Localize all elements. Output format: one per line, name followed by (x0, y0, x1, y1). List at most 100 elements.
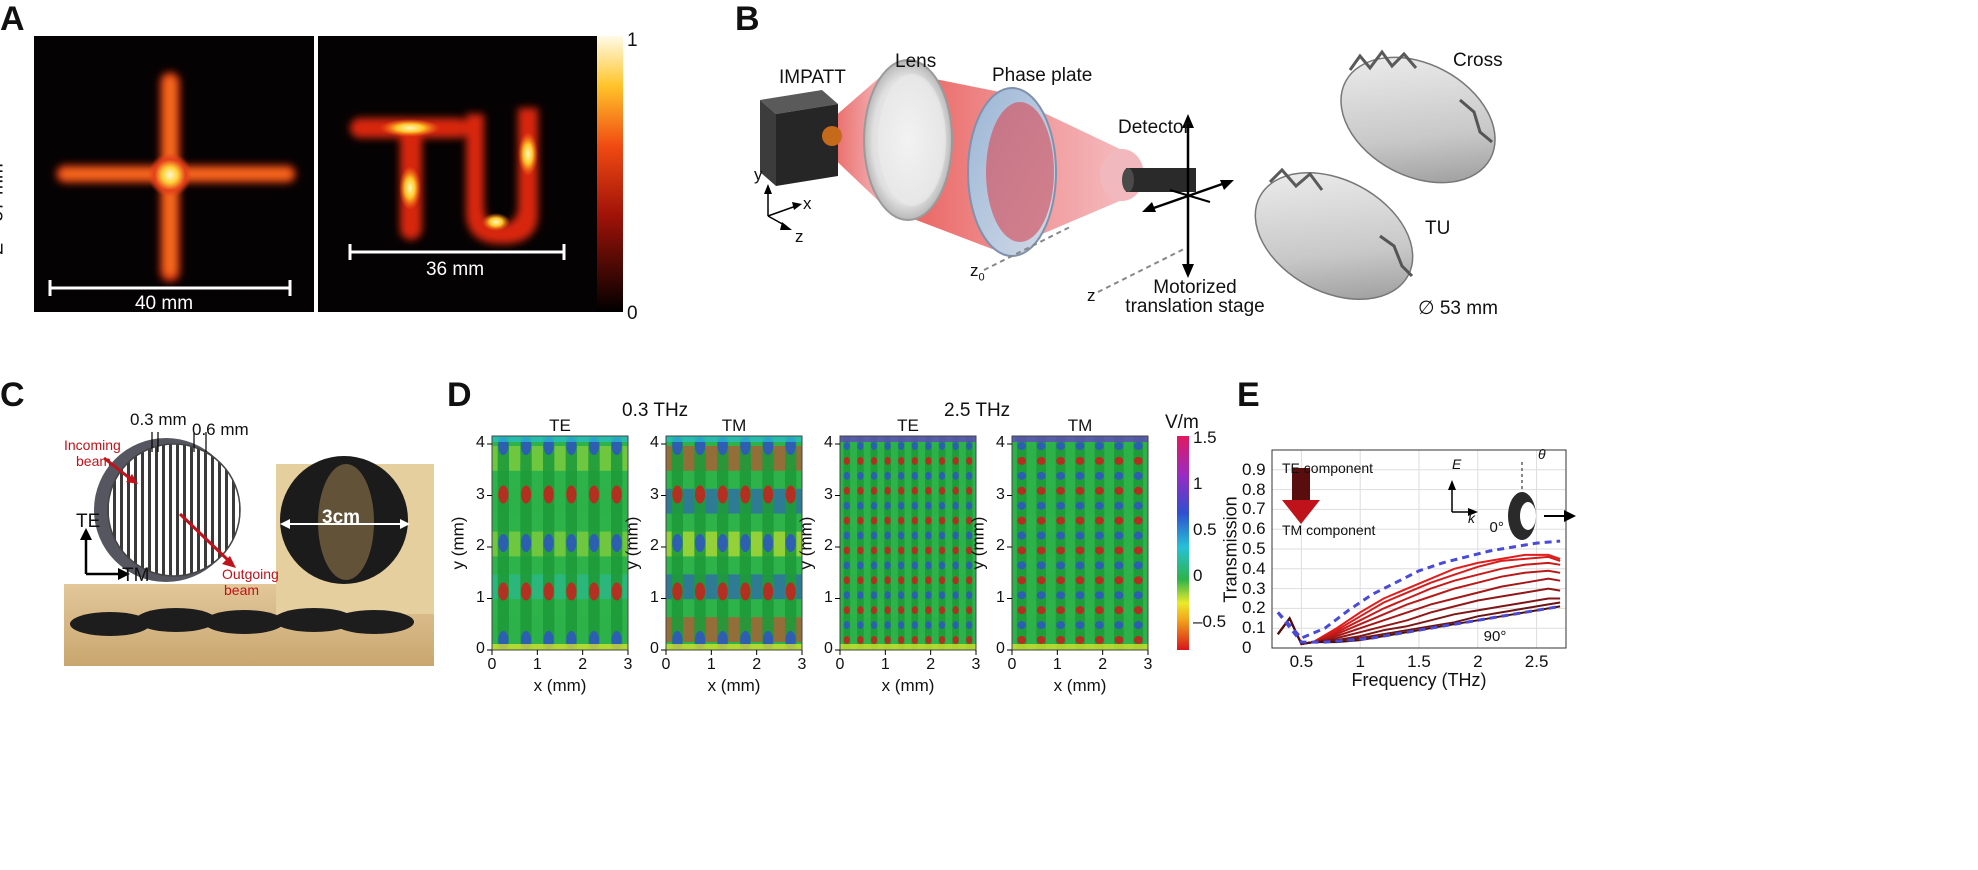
y-tick-label-7: 0.7 (1242, 499, 1266, 519)
label-lens: Lens (895, 51, 937, 72)
label-tm-axis: TM (122, 565, 150, 586)
map-4-ytick-3: 3 (996, 485, 1005, 503)
x-tick-label-4: 2.5 (1524, 652, 1549, 671)
field-map-3 (835, 435, 977, 655)
map-1-ytick-3: 3 (476, 485, 485, 503)
map-2-xtick-0: 0 (661, 656, 671, 673)
map-3-xtick-1: 1 (880, 656, 890, 673)
y-tick-label-2: 0.2 (1242, 598, 1266, 618)
freq-label-low: 0.3 THz (622, 400, 689, 421)
label-0-3mm: 0.3 mm (130, 410, 187, 429)
map-1-xtick-2: 2 (578, 656, 588, 673)
map-2-ytick-3: 3 (650, 485, 659, 503)
y-tick-label-5: 0.5 (1242, 539, 1266, 558)
map-1-ytick-0: 0 (476, 640, 485, 657)
map-xlabel-1: x (mm) (533, 676, 587, 695)
field-unit-label: V/m (1165, 412, 1199, 433)
y-tick-label-6: 0.6 (1242, 519, 1266, 539)
scale-label-36mm: 36 mm (425, 259, 485, 280)
map-4-ytick-2: 2 (996, 537, 1005, 554)
label-3cm: 3cm (322, 507, 361, 528)
map-2-ytick-2: 2 (650, 537, 659, 554)
label-outgoing: Outgoing (222, 566, 279, 582)
label-te-axis: TE (76, 511, 101, 532)
map-1-ytick-1: 1 (476, 588, 485, 606)
map-4-ytick-0: 0 (996, 640, 1005, 657)
transmission-chart (1271, 449, 1576, 649)
y-tick-label-0: 0 (1242, 638, 1252, 657)
label-phase-plate: Phase plate (992, 65, 1093, 86)
label-motorized: Motorized (1153, 277, 1237, 298)
cbar-tick-minus-0-5: –0.5 (1193, 612, 1227, 631)
axis-z-label: z (795, 227, 804, 246)
map-4-xtick-3: 3 (1143, 656, 1153, 673)
x-tick-label-2: 1.5 (1407, 652, 1431, 671)
theta-label: θ (1538, 446, 1546, 462)
scale-bar-36mm (348, 244, 566, 260)
label-cross: Cross (1453, 50, 1503, 71)
map-1-ytick-2: 2 (476, 537, 485, 554)
map-3-ytick-2: 2 (824, 537, 833, 554)
tu-phase-plate-render (1254, 167, 1414, 300)
map-1-xtick-3: 3 (623, 656, 633, 673)
field-maps (487, 435, 1149, 655)
axis-y-label: y (754, 165, 763, 184)
angle-0-label: 0° (1489, 519, 1504, 537)
label-outgoing-beam: beam (224, 582, 260, 598)
colorbar-min-label: 0 (627, 303, 638, 324)
label-0-6mm: 0.6 mm (192, 420, 249, 439)
cross-beam-image (34, 36, 314, 312)
y-tick-label-9: 0.9 (1242, 459, 1266, 479)
map-4-ytick-4: 4 (996, 434, 1005, 451)
tu-beam-image (318, 36, 598, 312)
map-title-4: TM (1067, 416, 1093, 435)
map-3-ytick-1: 1 (824, 588, 833, 606)
label-impatt: IMPATT (779, 67, 846, 88)
field-map-1 (487, 435, 629, 655)
map-2-ytick-4: 4 (650, 434, 659, 451)
z-rail-label: z (1087, 286, 1096, 305)
map-xlabel-2: x (mm) (707, 676, 761, 695)
series-line-9 (1276, 539, 1561, 640)
map-2-xtick-3: 3 (797, 656, 807, 673)
map-4-ytick-1: 1 (996, 588, 1005, 606)
map-title-3: TE (897, 416, 919, 435)
impatt-box (776, 104, 838, 186)
chart-frame (1271, 449, 1567, 649)
setup-diagram (760, 49, 1496, 300)
map-4-xtick-1: 1 (1052, 656, 1062, 673)
x-axis-label: Frequency (THz) (1351, 670, 1487, 690)
panel-a-ylabel-wrap: Z = 57 mm (0, 150, 24, 270)
map-3-xtick-2: 2 (926, 656, 936, 673)
map-1-xtick-0: 0 (487, 656, 497, 673)
map-3-ytick-4: 4 (824, 434, 833, 451)
map-2-ytick-1: 1 (650, 588, 659, 606)
z0-subscript: 0 (978, 271, 985, 284)
map-3-xtick-0: 0 (835, 656, 845, 673)
k-vector-label: k (1468, 510, 1475, 526)
y-tick-label-3: 0.3 (1242, 578, 1266, 598)
map-3-ytick-3: 3 (824, 485, 833, 503)
cbar-tick-0-5: 0.5 (1193, 520, 1217, 539)
label-incoming-beam: beam (76, 453, 112, 469)
label-diameter: ∅ 53 mm (1418, 298, 1498, 319)
panel-a-colorbar (597, 36, 623, 312)
map-1-ytick-4: 4 (476, 434, 485, 451)
map-2-xtick-2: 2 (752, 656, 762, 673)
map-3-xtick-3: 3 (971, 656, 981, 673)
map-2-ytick-0: 0 (650, 640, 659, 657)
y-tick-label-4: 0.4 (1242, 558, 1266, 578)
y-axis-label: Transmission (1220, 496, 1241, 603)
label-translation-stage: translation stage (1125, 296, 1265, 317)
map-xlabel-3: x (mm) (881, 676, 935, 695)
impatt-box-top (760, 90, 838, 114)
grating-diagram (64, 432, 434, 666)
panel-letter-e: E (1237, 376, 1260, 414)
impatt-aperture (822, 126, 842, 146)
y-tick-label-8: 0.8 (1242, 479, 1266, 499)
map-title-2: TM (721, 416, 747, 435)
scale-bar-40mm (48, 280, 292, 296)
map-4-xtick-2: 2 (1098, 656, 1108, 673)
label-tu: TU (1425, 218, 1451, 239)
x-tick-label-0: 0.5 (1289, 652, 1314, 671)
